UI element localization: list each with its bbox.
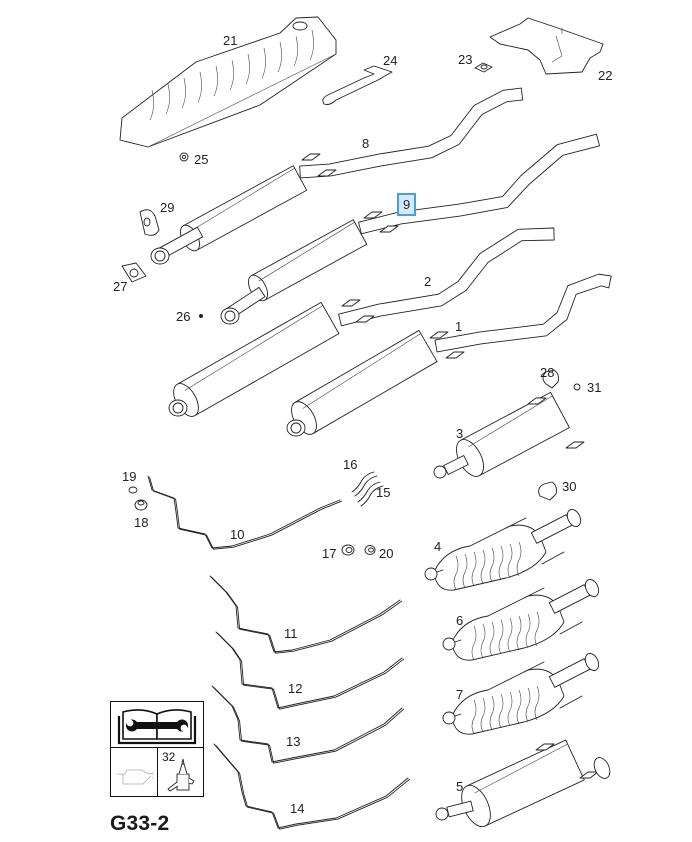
part-label-28[interactable]: 28 bbox=[540, 365, 555, 380]
rear-muffler-5[interactable] bbox=[435, 739, 613, 831]
pressure-line-12[interactable] bbox=[215, 631, 405, 710]
part-label-14[interactable]: 14 bbox=[290, 801, 305, 816]
nut-18[interactable] bbox=[134, 499, 148, 511]
legend-sealant-cell: 32 bbox=[158, 748, 203, 796]
part-label-22[interactable]: 22 bbox=[598, 68, 613, 83]
part-label-15[interactable]: 15 bbox=[376, 485, 391, 500]
pipe-with-particulate-filter-8[interactable] bbox=[150, 87, 524, 265]
pressure-line-10[interactable] bbox=[147, 475, 343, 550]
sealant-tube-icon bbox=[167, 758, 195, 792]
part-label-6[interactable]: 6 bbox=[456, 613, 464, 628]
part-label-29[interactable]: 29 bbox=[160, 200, 175, 215]
part-label-12[interactable]: 12 bbox=[288, 681, 303, 696]
pressure-line-11[interactable] bbox=[209, 575, 403, 654]
repair-manual-icon bbox=[117, 709, 197, 745]
legend-box: 32 bbox=[110, 701, 204, 797]
part-label-2[interactable]: 2 bbox=[424, 274, 432, 289]
oil-can-icon bbox=[117, 769, 154, 785]
page-code: G33-2 bbox=[110, 812, 170, 835]
clamp-17[interactable] bbox=[341, 544, 355, 556]
part-label-25[interactable]: 25 bbox=[194, 152, 209, 167]
part-label-26[interactable]: 26 bbox=[176, 309, 191, 324]
heat-shield-21[interactable] bbox=[119, 16, 337, 148]
part-label-19[interactable]: 19 bbox=[122, 469, 137, 484]
rear-muffler-4[interactable] bbox=[424, 507, 583, 591]
rubber-mount-30[interactable] bbox=[538, 481, 557, 501]
rubber-mount-29[interactable] bbox=[139, 209, 160, 236]
part-label-24[interactable]: 24 bbox=[383, 53, 398, 68]
part-label-11[interactable]: 11 bbox=[284, 626, 298, 641]
nut-31[interactable] bbox=[573, 383, 581, 391]
heat-shield-22[interactable] bbox=[489, 17, 604, 75]
part-label-13[interactable]: 13 bbox=[286, 734, 301, 749]
part-label-21[interactable]: 21 bbox=[223, 33, 238, 48]
clamp-20[interactable] bbox=[364, 545, 376, 555]
gasket-27[interactable] bbox=[121, 262, 147, 283]
part-label-20[interactable]: 20 bbox=[379, 546, 394, 561]
washer-23[interactable] bbox=[474, 62, 493, 73]
part-label-30[interactable]: 30 bbox=[562, 479, 577, 494]
nut-19[interactable] bbox=[128, 486, 138, 494]
pressure-line-13[interactable] bbox=[211, 685, 405, 764]
rear-muffler-3[interactable] bbox=[433, 391, 585, 480]
rear-muffler-6[interactable] bbox=[442, 577, 601, 661]
part-label-32[interactable]: 32 bbox=[162, 750, 176, 764]
part-label-1[interactable]: 1 bbox=[455, 319, 463, 334]
front-pipe-with-center-muffler-2[interactable] bbox=[168, 227, 555, 421]
part-label-5[interactable]: 5 bbox=[456, 779, 464, 794]
bolt-26[interactable] bbox=[199, 314, 203, 318]
rear-muffler-7[interactable] bbox=[442, 651, 601, 735]
part-label-10[interactable]: 10 bbox=[230, 527, 245, 542]
part-label-18[interactable]: 18 bbox=[134, 515, 149, 530]
pipe-with-particulate-filter-9[interactable] bbox=[220, 133, 600, 325]
part-label-31[interactable]: 31 bbox=[587, 380, 602, 395]
rubber-mount-28[interactable] bbox=[542, 369, 559, 389]
part-label-8[interactable]: 8 bbox=[362, 136, 370, 151]
part-label-27[interactable]: 27 bbox=[113, 279, 128, 294]
legend-oil-cell bbox=[111, 748, 158, 796]
bracket-24[interactable] bbox=[322, 65, 393, 105]
part-label-4[interactable]: 4 bbox=[434, 539, 442, 554]
part-label-7[interactable]: 7 bbox=[456, 687, 464, 702]
part-label-23[interactable]: 23 bbox=[458, 52, 473, 67]
part-label-16[interactable]: 16 bbox=[343, 457, 358, 472]
hose-16[interactable] bbox=[351, 471, 378, 497]
part-label-3[interactable]: 3 bbox=[456, 426, 464, 441]
hose-15[interactable] bbox=[357, 481, 384, 507]
legend-manual-cell bbox=[111, 702, 203, 748]
pressure-line-14[interactable] bbox=[213, 743, 411, 830]
front-pipe-with-center-muffler-1[interactable] bbox=[286, 273, 612, 438]
part-label-17[interactable]: 17 bbox=[322, 546, 337, 561]
part-label-9[interactable]: 9 bbox=[397, 193, 417, 216]
nut-25[interactable] bbox=[179, 152, 189, 162]
